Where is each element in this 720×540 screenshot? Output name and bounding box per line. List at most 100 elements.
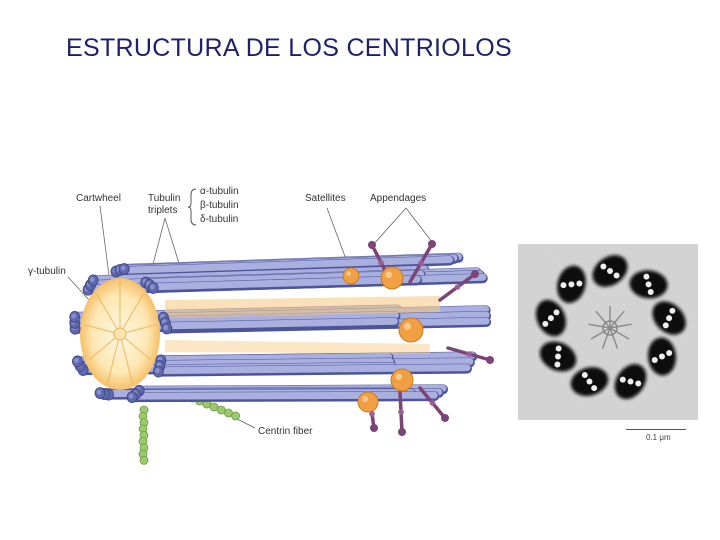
cartwheel-label: Cartwheel — [76, 193, 122, 204]
appendage-knob — [370, 424, 378, 432]
em-spoke — [609, 323, 632, 329]
tubulin-triplets-label-1: Tubulin — [148, 193, 181, 204]
tubule-lumen-em — [658, 353, 665, 360]
tubule-lumen-em — [591, 385, 598, 392]
tubule-lumen-em — [607, 268, 613, 274]
em-spoke — [595, 310, 611, 329]
cartwheel-spoke — [119, 333, 152, 361]
tubule-lumen-em — [627, 378, 634, 385]
tubule-lumen-em — [600, 263, 607, 270]
tubule-lumen — [74, 357, 79, 364]
appendage-bead — [398, 409, 404, 415]
satellite-highlight — [346, 271, 351, 276]
tubule-lumen-em — [651, 356, 658, 363]
cartwheel-spoke — [96, 293, 121, 335]
cartwheel-spoke — [119, 293, 144, 335]
microtubule-highlight — [112, 256, 454, 275]
appendage-bead — [454, 284, 461, 290]
tubule-lumen-em — [555, 353, 562, 360]
tubule-lumen-em — [553, 309, 560, 316]
em-hub — [602, 320, 618, 336]
cartwheel-center — [113, 327, 127, 341]
centrin-bead — [231, 411, 241, 421]
beta-tubulin-label: β-tubulin — [200, 200, 239, 211]
em-spoke — [609, 327, 630, 340]
tubule-lumen-em — [581, 372, 588, 379]
em-spoke — [609, 327, 619, 349]
centrin-fiber-label: Centrin fiber — [258, 426, 313, 437]
centrin-bead — [223, 408, 233, 418]
cartwheel-spoke — [107, 333, 121, 384]
tubule-lumen — [71, 313, 77, 319]
appendage-knob — [486, 356, 494, 364]
tubule-lumen-em — [568, 281, 575, 288]
satellite-highlight — [403, 322, 411, 330]
satellite-highlight — [395, 373, 403, 381]
tubule-lumen-em — [576, 280, 583, 287]
scale-bar: 0.1 μm — [626, 427, 698, 442]
tubule-lumen — [163, 324, 169, 331]
centrin-bead — [139, 455, 149, 465]
delta-tubulin-label: δ-tubulin — [200, 214, 239, 225]
tubule-lumen-em — [586, 378, 593, 385]
tubule-lumen-em — [666, 315, 673, 322]
satellite — [390, 368, 414, 392]
satellite-highlight — [362, 396, 368, 402]
appendage-knob — [398, 428, 406, 436]
centrin-bead — [209, 402, 219, 412]
satellite-highlight — [385, 271, 393, 279]
tubule-lumen-em — [554, 361, 561, 368]
microtubule-highlight — [128, 391, 438, 400]
tubule-lumen-em — [560, 282, 567, 289]
tubule-lumen-em — [613, 272, 620, 279]
tubule-lumen-em — [542, 320, 549, 327]
appendage-knob — [471, 270, 479, 278]
brace-icon — [188, 188, 197, 226]
tubule-lumen — [120, 265, 126, 271]
alpha-tubulin-label: α-tubulin — [200, 186, 239, 197]
appendages — [368, 240, 494, 436]
page-title: ESTRUCTURA DE LOS CENTRIOLOS — [66, 34, 512, 62]
centrin-bead — [216, 405, 226, 415]
satellite — [342, 267, 360, 285]
tubule-lumen-em — [635, 380, 642, 387]
em-spoke — [601, 327, 611, 349]
tubule-lumen — [149, 284, 155, 290]
microtubule-highlight — [154, 364, 471, 375]
tubule-lumen — [96, 389, 102, 395]
tubulin-triplets-label-2: triplets — [148, 205, 178, 216]
inner-lumen — [165, 340, 430, 354]
appendage-knob — [368, 241, 376, 249]
em-spoke — [588, 323, 611, 329]
appendage-bead — [466, 351, 472, 357]
em-spoke — [609, 310, 625, 329]
tubule-lumen-em — [643, 273, 650, 280]
tubule-lumen-em — [647, 289, 654, 296]
tubule-lumen-em — [645, 281, 652, 288]
satellite — [357, 391, 379, 413]
appendage-knob — [428, 240, 436, 248]
tubule-lumen — [128, 393, 134, 399]
appendage-bead — [369, 411, 375, 417]
tubule-lumen — [154, 367, 160, 374]
cartwheel-spoke — [88, 333, 121, 361]
gamma-tubulin-label: γ-tubulin — [28, 266, 66, 277]
cartwheel-spoke — [119, 333, 133, 384]
tubule-lumen — [89, 276, 95, 283]
appendage-bead — [429, 400, 436, 406]
cartwheel-end — [69, 263, 173, 404]
inner-lumen — [165, 296, 440, 318]
appendage-bead — [418, 260, 424, 266]
tubule-lumen-em — [547, 315, 554, 322]
satellite — [398, 317, 424, 343]
appendages-label: Appendages — [370, 193, 427, 204]
tubule-lumen-em — [619, 376, 626, 383]
satellites-label: Satellites — [305, 193, 346, 204]
tubule-lumen-em — [669, 307, 676, 314]
tubule-lumen-em — [555, 345, 562, 352]
electron-micrograph-image — [518, 244, 698, 420]
em-spoke — [590, 327, 611, 340]
scale-line — [626, 429, 686, 430]
tubule-lumen-em — [662, 322, 669, 329]
